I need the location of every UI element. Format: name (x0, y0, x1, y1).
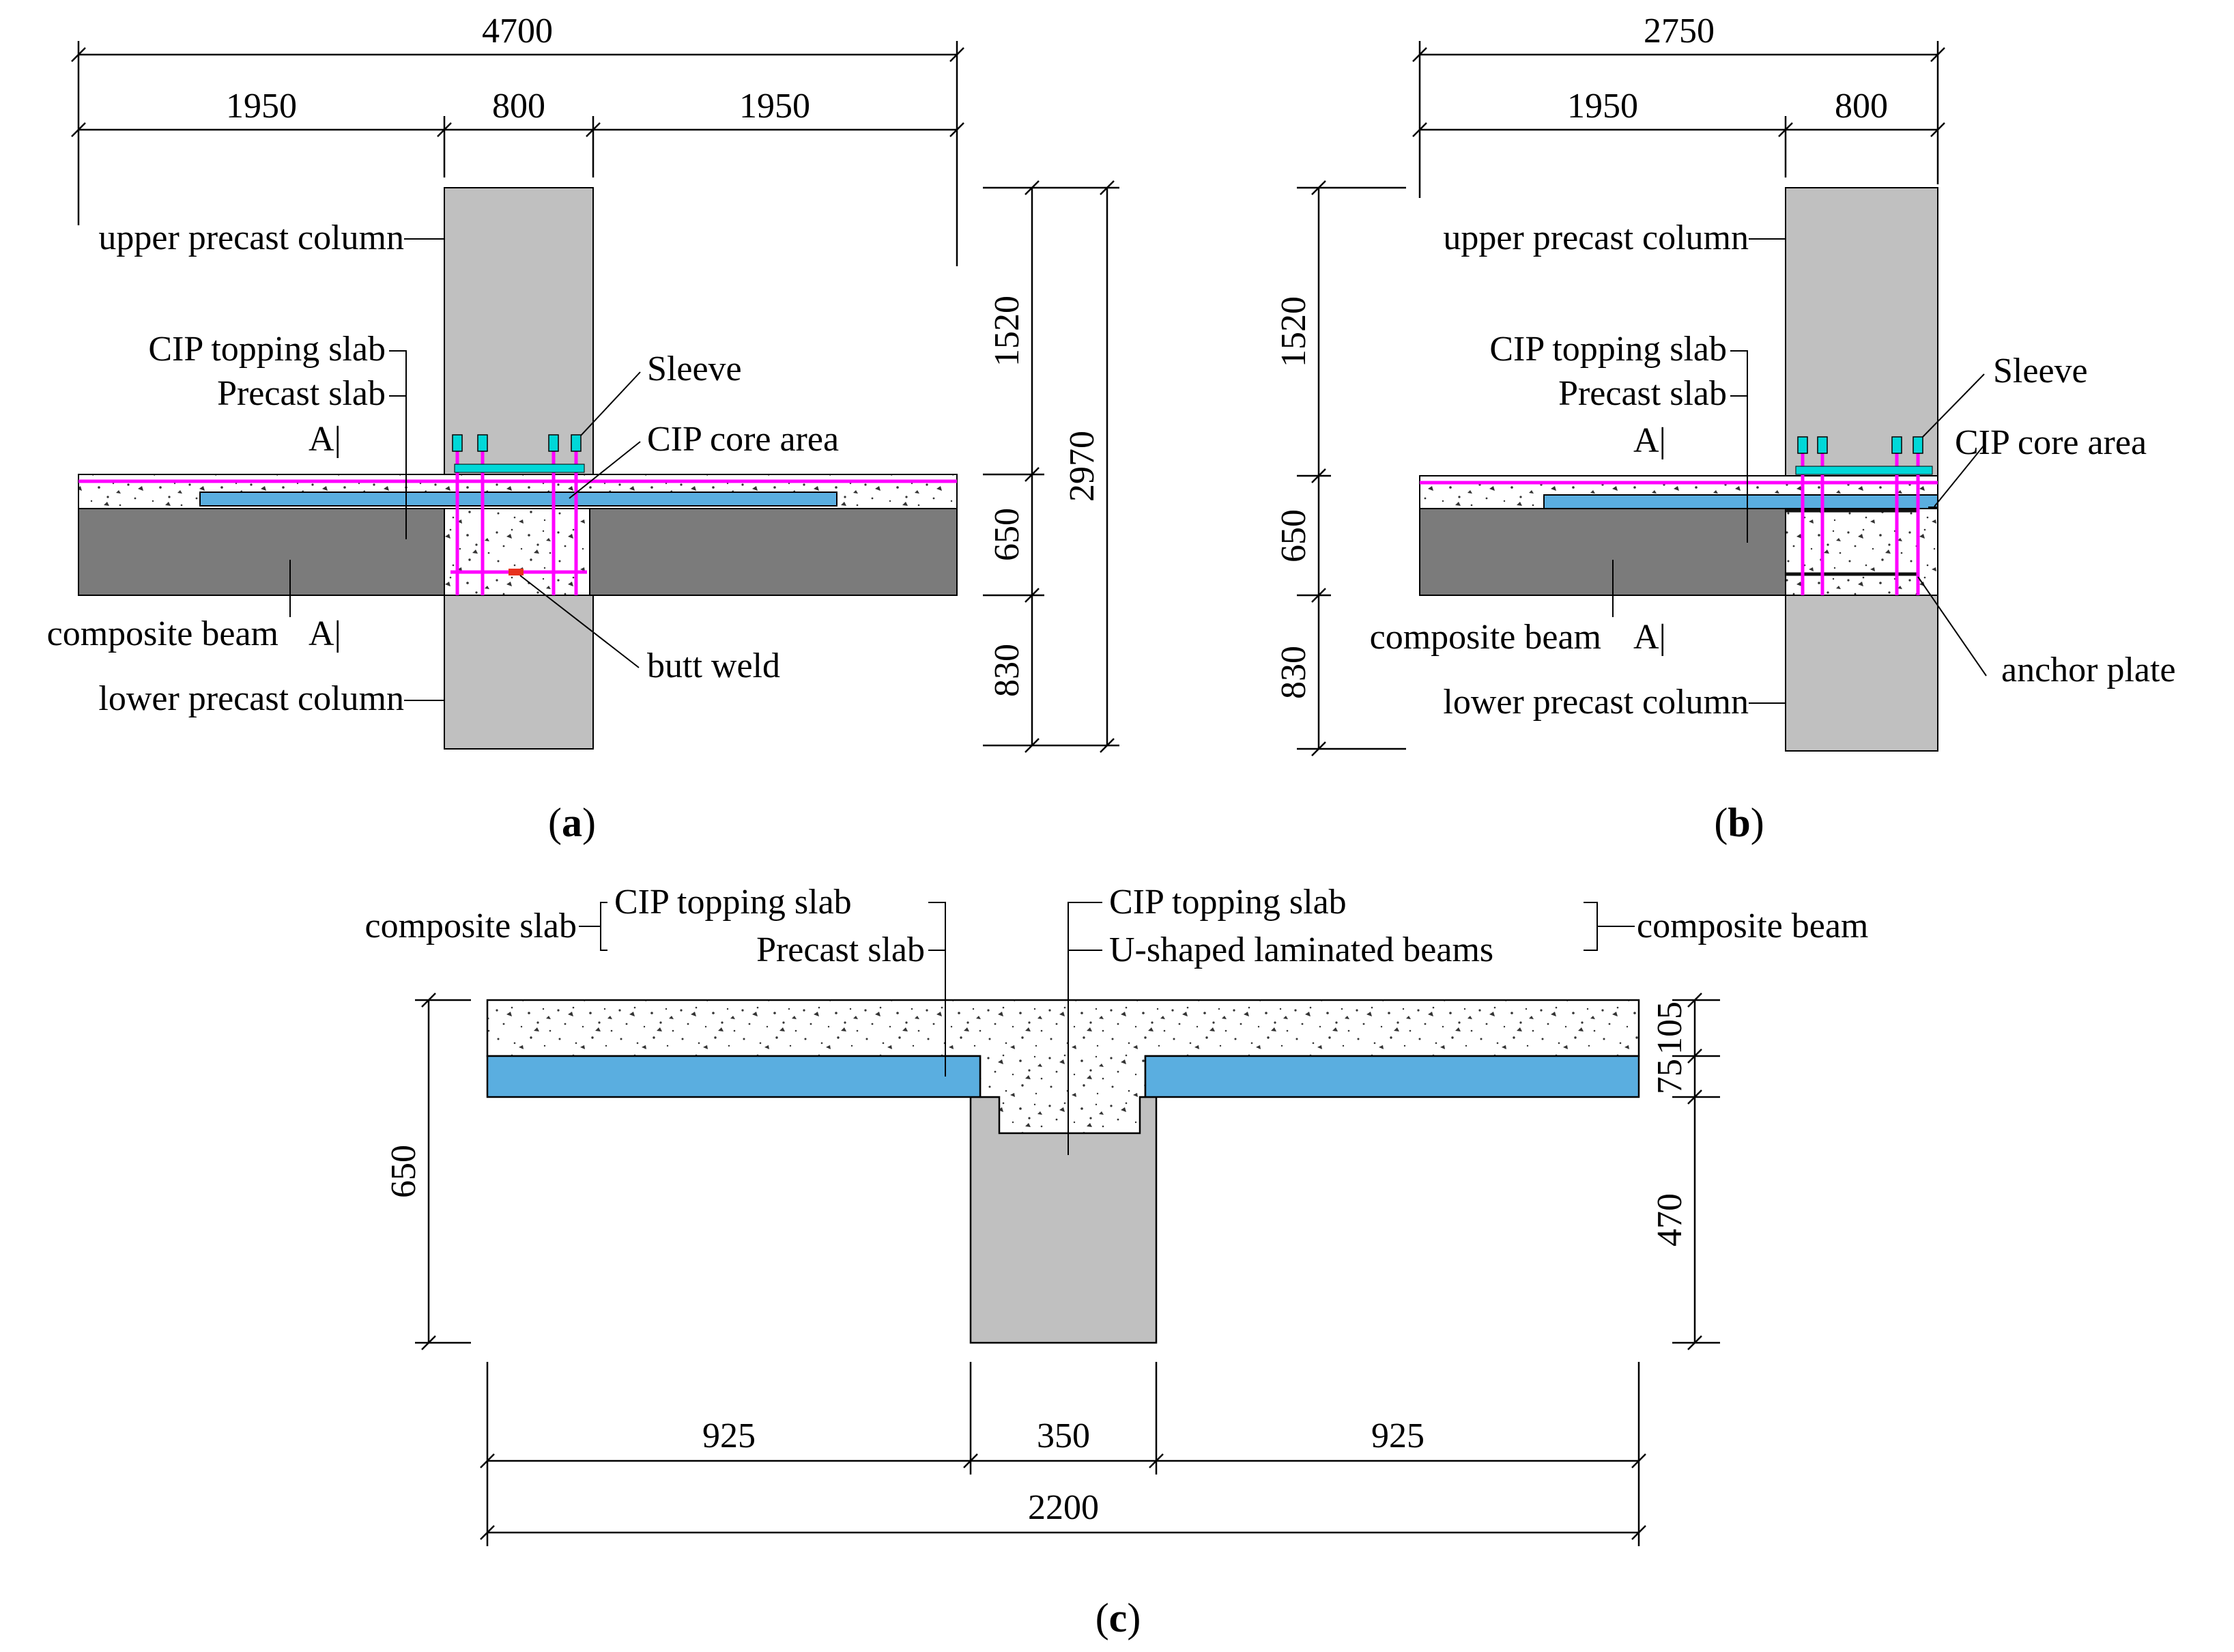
label-c-u-beams: U-shaped laminated beams (1109, 930, 1493, 969)
dim-b-mid: 800 (1835, 87, 1888, 126)
label-c-precast-slab: Precast slab (756, 930, 925, 969)
caption-b: (b) (1714, 800, 1764, 845)
dim-a-upper-height: 1520 (988, 296, 1027, 367)
label-a-core-area: CIP core area (647, 420, 839, 459)
label-b-upper-column: upper precast column (1443, 218, 1749, 257)
label-a-section-bottom: A| (309, 614, 341, 653)
label-b-core-area: CIP core area (1955, 423, 2147, 462)
dim-lines-a (71, 41, 1119, 753)
composite-beam-right (589, 508, 958, 596)
dim-b-lower-height: 830 (1274, 646, 1313, 699)
label-b-topping-slab: CIP topping slab (1489, 330, 1727, 369)
label-b-anchor-plate: anchor plate (2001, 651, 2176, 689)
dim-c-web: 470 (1650, 1193, 1689, 1247)
dim-b-left: 1950 (1567, 87, 1638, 126)
label-b-section-bottom: A| (1633, 618, 1666, 657)
label-b-precast-slab: Precast slab (1558, 374, 1727, 413)
dim-a-lower-height: 830 (988, 644, 1027, 697)
sleeve-plate-b (1795, 466, 1933, 475)
dim-b-total: 2750 (1644, 12, 1715, 51)
label-a-precast-slab: Precast slab (217, 374, 386, 413)
leaders-b (1612, 238, 1987, 704)
precast-slab-c-left (486, 1055, 982, 1098)
dim-b-beam-depth: 650 (1274, 509, 1313, 562)
label-b-sleeve: Sleeve (1993, 352, 2088, 390)
dim-a-right: 1950 (739, 87, 810, 126)
sleeves (452, 434, 582, 452)
dim-a-left: 1950 (226, 87, 297, 126)
label-a-section-top: A| (309, 420, 341, 459)
composite-beam-left (78, 508, 445, 596)
cip-core-area-b (1785, 508, 1938, 596)
label-c-topping-slab-right: CIP topping slab (1109, 883, 1347, 922)
precast-slab (199, 492, 837, 507)
label-a-butt-weld: butt weld (647, 646, 780, 685)
sleeves-b (1797, 436, 1923, 454)
caption-a: (a) (548, 800, 596, 845)
label-a-topping-slab: CIP topping slab (148, 330, 386, 369)
precast-slab-c-right (1144, 1055, 1640, 1098)
leaders-a (289, 238, 641, 701)
dim-a-total: 4700 (482, 12, 553, 51)
dim-c-precast: 75 (1650, 1059, 1689, 1094)
label-b-lower-column: lower precast column (1443, 683, 1749, 722)
dim-c-height: 650 (384, 1145, 423, 1198)
panel-c: 650 105 75 470 925 350 925 2200 composit… (364, 883, 1868, 1640)
leaders-c (579, 902, 1635, 1155)
panel-b: 2750 1950 800 1520 650 830 upper precast… (1274, 12, 2176, 845)
butt-weld-mark (509, 569, 524, 575)
cip-core-area (444, 508, 590, 596)
precast-slab-b (1543, 494, 1938, 509)
label-a-composite-beam: composite beam (47, 614, 278, 653)
dim-c-mid: 350 (1037, 1416, 1090, 1455)
upper-precast-column-b (1785, 187, 1938, 476)
u-shaped-beam (969, 1096, 1158, 1344)
dim-lines-b (1297, 41, 1945, 756)
dim-a-mid: 800 (492, 87, 545, 126)
dim-a-total-height: 2970 (1063, 431, 1102, 502)
dim-c-right: 925 (1371, 1416, 1424, 1455)
sleeve-plate (454, 464, 585, 473)
label-c-composite-beam: composite beam (1637, 907, 1868, 945)
label-c-composite-slab: composite slab (364, 907, 577, 945)
panel-a: 4700 1950 800 1950 1520 650 830 2970 upp… (47, 12, 1119, 845)
dim-b-upper-height: 1520 (1274, 296, 1313, 367)
label-a-lower-column: lower precast column (98, 679, 404, 718)
dim-c-total: 2200 (1028, 1488, 1099, 1527)
dim-c-left: 925 (702, 1416, 756, 1455)
label-b-composite-beam: composite beam (1370, 618, 1601, 657)
dim-a-beam-depth: 650 (988, 508, 1027, 561)
label-a-upper-column: upper precast column (98, 218, 404, 257)
lower-precast-column (444, 595, 594, 750)
label-b-section-top: A| (1633, 421, 1666, 460)
dim-c-topping: 105 (1650, 1001, 1689, 1055)
label-c-topping-slab-left: CIP topping slab (614, 883, 852, 922)
composite-beam-b (1419, 508, 1786, 596)
dim-lines-c (415, 993, 1720, 1546)
upper-precast-column (444, 187, 594, 475)
lower-precast-column-b (1785, 595, 1938, 752)
label-a-sleeve: Sleeve (647, 350, 742, 388)
caption-c: (c) (1095, 1595, 1141, 1640)
